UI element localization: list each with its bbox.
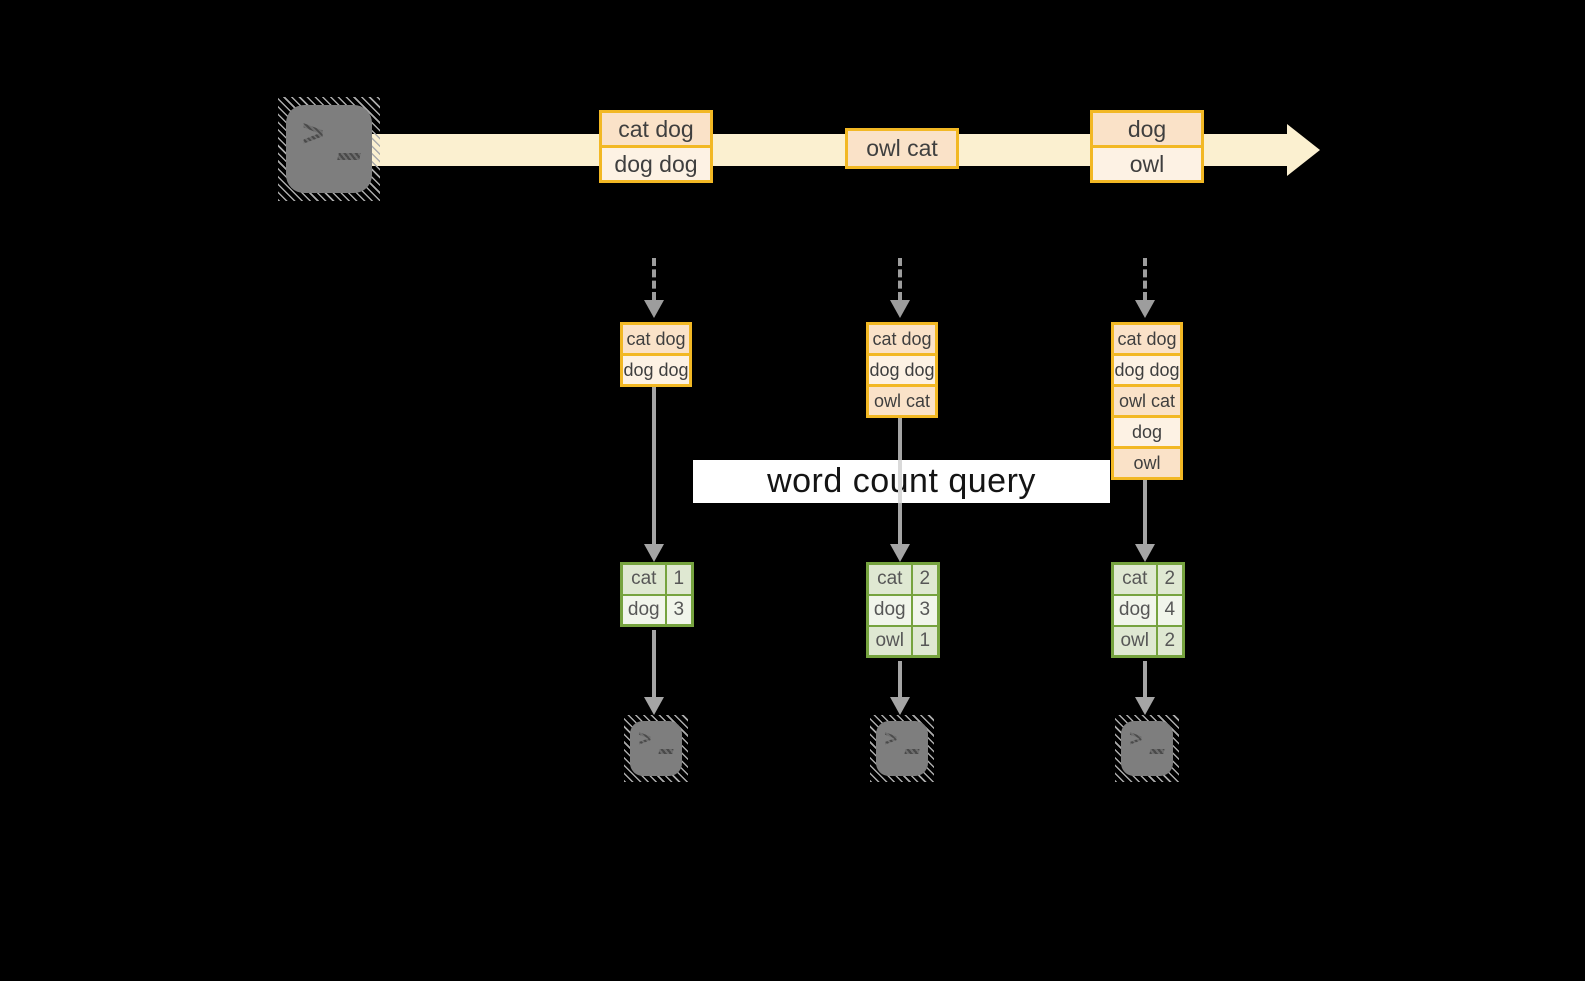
word-cell: dog [620,593,667,627]
event-line: owl [1090,145,1204,183]
buffer-cell: cat dog [620,322,692,356]
terminal-icon: > [624,715,688,782]
terminal-icon-body: > [630,721,682,776]
prompt-chevron-icon: > [1129,725,1143,751]
table-row: cat 2 [866,562,940,596]
flow-line [652,387,656,544]
count-cell: 2 [1155,562,1185,596]
flow-arrowhead-icon [1135,544,1155,562]
buffer-cell: owl cat [866,384,938,418]
count-cell: 3 [910,593,940,627]
terminal-icon-body: > [286,105,372,193]
flow-arrowhead-icon [644,697,664,715]
buffer-cell: dog dog [866,353,938,387]
word-cell: cat [620,562,667,596]
stream-arrowhead [1287,124,1320,176]
buffer-list-1: cat dog dog dog [620,322,692,387]
terminal-icon-body: > [1121,721,1173,776]
event-line: dog dog [599,145,713,183]
word-cell: cat [1111,562,1158,596]
count-table-2: cat 2 dog 3 owl 1 [866,562,940,658]
terminal-icon: > [278,97,380,201]
count-cell: 2 [910,562,940,596]
buffer-list-2: cat dog dog dog owl cat [866,322,938,418]
count-cell: 1 [664,562,694,596]
table-row: dog 4 [1111,593,1185,627]
prompt-underscore-icon [658,749,674,754]
buffer-cell: dog dog [1111,353,1183,387]
dashed-arrowhead-icon [644,300,664,318]
table-row: dog 3 [866,593,940,627]
event-box-1: cat dog dog dog [599,110,713,183]
prompt-chevron-icon: > [302,113,325,155]
buffer-cell: owl cat [1111,384,1183,418]
prompt-chevron-icon: > [638,725,652,751]
flow-line [1143,480,1147,544]
flow-line [652,630,656,698]
buffer-cell: dog dog [620,353,692,387]
count-cell: 4 [1155,593,1185,627]
flow-arrowhead-icon [1135,697,1155,715]
event-line: dog [1090,110,1204,148]
buffer-cell: dog [1111,415,1183,449]
flow-line [1143,661,1147,698]
buffer-cell: cat dog [1111,322,1183,356]
count-cell: 2 [1155,624,1185,658]
prompt-underscore-icon [337,153,361,160]
word-cell: dog [1111,593,1158,627]
buffer-cell: owl [1111,446,1183,480]
flow-line [898,661,902,698]
table-row: dog 3 [620,593,694,627]
word-cell: owl [1111,624,1158,658]
flow-arrowhead-icon [644,544,664,562]
terminal-icon-body: > [876,721,928,776]
buffer-list-3: cat dog dog dog owl cat dog owl [1111,322,1183,480]
table-row: cat 2 [1111,562,1185,596]
event-line: cat dog [599,110,713,148]
word-cell: dog [866,593,913,627]
flow-line-over-band [898,460,902,503]
terminal-icon: > [870,715,934,782]
word-cell: owl [866,624,913,658]
dashed-arrow-line [652,258,656,300]
dashed-arrow-line [1143,258,1147,300]
count-table-1: cat 1 dog 3 [620,562,694,627]
event-box-3: dog owl [1090,110,1204,183]
word-cell: cat [866,562,913,596]
table-row: owl 1 [866,624,940,658]
table-row: cat 1 [620,562,694,596]
count-table-3: cat 2 dog 4 owl 2 [1111,562,1185,658]
dashed-arrowhead-icon [1135,300,1155,318]
count-cell: 3 [664,593,694,627]
table-row: owl 2 [1111,624,1185,658]
terminal-icon: > [1115,715,1179,782]
prompt-chevron-icon: > [884,725,898,751]
prompt-underscore-icon [904,749,920,754]
flow-arrowhead-icon [890,544,910,562]
dashed-arrow-line [898,258,902,300]
event-line: owl cat [845,128,959,169]
event-box-2: owl cat [845,128,959,169]
prompt-underscore-icon [1149,749,1165,754]
buffer-cell: cat dog [866,322,938,356]
count-cell: 1 [910,624,940,658]
flow-arrowhead-icon [890,697,910,715]
dashed-arrowhead-icon [890,300,910,318]
